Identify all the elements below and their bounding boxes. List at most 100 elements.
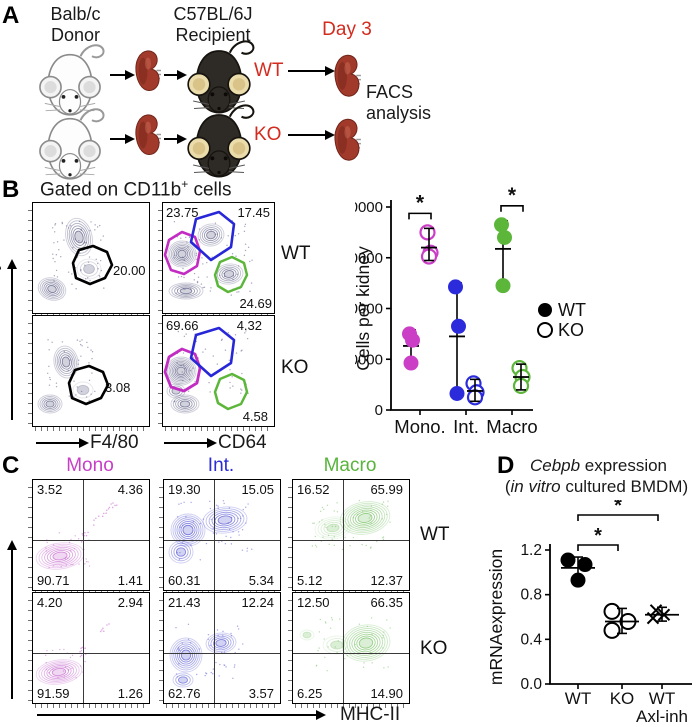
quadrant-value: 1.26	[117, 686, 143, 701]
y-axis-arrow-icon	[5, 540, 18, 699]
quadrant-value: 12.24	[241, 595, 274, 610]
quadrant-value: 69.66	[166, 318, 199, 333]
row-label-ko: KO	[281, 357, 309, 378]
x-axis-arrow-icon	[37, 708, 326, 721]
f480-axis-label: F4/80	[90, 432, 139, 453]
svg-text:160000: 160000	[355, 199, 383, 216]
kidney-icon	[133, 112, 163, 158]
kidney-icon	[332, 116, 363, 164]
intermediate-gate	[189, 326, 236, 378]
group-wt-label: WT	[254, 60, 284, 81]
svg-text:80000: 80000	[355, 301, 383, 318]
quadrant-value: 12.37	[370, 573, 403, 588]
svg-text:Int.: Int.	[453, 416, 479, 437]
row-label-wt: WT	[281, 243, 311, 264]
quadrant-value: 1.41	[117, 573, 143, 588]
quadrant-value: 62.76	[168, 686, 201, 701]
monocyte-gate	[163, 230, 202, 276]
svg-text:0.8: 0.8	[520, 587, 542, 604]
svg-text:1.2: 1.2	[520, 542, 542, 559]
ly6c-axis-label: Ly6C	[0, 236, 2, 280]
day3-label: Day 3	[322, 19, 372, 40]
quadrant-value: 2.94	[117, 595, 143, 610]
svg-text:Macro: Macro	[486, 416, 537, 437]
kidney-icon	[332, 52, 363, 100]
panel-d-subtitle: (in vitro cultured BMDM)	[504, 477, 689, 496]
quadrant-value: 5.12	[297, 573, 323, 588]
group-ko-label: KO	[254, 124, 282, 145]
panel-d-label: D	[497, 452, 515, 479]
quadrant-value: 65.99	[370, 482, 403, 497]
monocyte-gate	[163, 347, 202, 393]
svg-text:0.0: 0.0	[520, 676, 542, 693]
flow-plot-ko-f480: 3.08	[28, 315, 150, 431]
quadrant-value: 6.25	[297, 686, 323, 701]
cells-per-kidney-chart: 04000080000120000160000Mono.Int.MacroCel…	[355, 184, 586, 437]
flow-plot-wt-int: 19.30 15.05 60.31 5.34	[159, 479, 281, 595]
arrow-icon	[110, 132, 135, 145]
flow-plot-wt-cd64: 23.75 17.45 24.69	[158, 202, 275, 318]
kidney-icon	[133, 48, 163, 94]
quadrant-value: 16.52	[297, 482, 330, 497]
svg-text:KO: KO	[610, 689, 635, 708]
quadrant-value: 4.36	[117, 482, 143, 497]
quadrant-value: 90.71	[37, 573, 70, 588]
macrophage-gate	[213, 255, 249, 294]
column-header-macro: Macro	[323, 455, 377, 476]
monocyte-gate	[67, 364, 110, 406]
quadrant-value: 12.50	[297, 595, 330, 610]
quadrant-value: 3.52	[37, 482, 63, 497]
arrow-icon	[288, 128, 335, 141]
svg-text:WT: WT	[558, 300, 586, 320]
flow-plot-ko-int: 21.43 12.24 62.76 3.57	[159, 592, 281, 708]
quadrant-value: 3.57	[248, 686, 274, 701]
svg-text:KO: KO	[558, 320, 584, 340]
svg-text:0: 0	[375, 402, 383, 419]
flow-plot-ko-cd64: 69.66 4.32 4.58	[158, 315, 275, 431]
quadrant-value: 4.58	[242, 409, 268, 424]
column-header-int: Int.	[207, 455, 235, 476]
flow-plot-wt-f480: 20.00	[28, 202, 150, 318]
flow-plot-wt-macro: 16.52 65.99 5.12 12.37	[288, 479, 410, 595]
quadrant-value: 14.90	[370, 686, 403, 701]
quadrant-value: 4.32	[236, 318, 262, 333]
panel-b-title: Gated on CD11b+ cells	[40, 177, 232, 201]
svg-text:Mono.: Mono.	[394, 416, 445, 437]
svg-text:Axl-inh: Axl-inh	[636, 707, 688, 726]
arrow-icon	[288, 64, 335, 77]
intermediate-gate	[189, 210, 236, 262]
x-axis-arrow-icon	[164, 436, 217, 449]
flow-plot-ko-mono: 4.20 2.94 91.59 1.26	[28, 592, 150, 708]
arrow-icon	[164, 68, 187, 81]
panel-c-label: C	[2, 452, 20, 479]
quadrant-value: 15.05	[241, 482, 274, 497]
panel-b-label: B	[2, 176, 20, 203]
svg-text:0.4: 0.4	[520, 631, 542, 648]
cd86-axis-label: CD86	[0, 514, 2, 563]
quadrant-value: 17.45	[237, 205, 270, 220]
quadrant-value: 66.35	[370, 595, 403, 610]
gate-percentage: 3.08	[105, 380, 131, 395]
quadrant-value: 5.34	[248, 573, 274, 588]
panel-a-label: A	[2, 2, 20, 29]
row-label-ko: KO	[420, 638, 448, 659]
column-header-mono: Mono	[66, 455, 114, 476]
y-axis-arrow-icon	[5, 259, 18, 420]
svg-text:*: *	[508, 184, 517, 207]
svg-text:WT: WT	[649, 689, 675, 708]
monocyte-gate	[71, 244, 114, 286]
svg-text:Cells per kidney: Cells per kidney	[355, 246, 373, 371]
recipient-mouse-icon	[181, 100, 257, 180]
gate-percentage: 20.00	[113, 263, 146, 278]
donor-mouse-icon	[30, 104, 110, 182]
quadrant-value: 60.31	[168, 573, 201, 588]
svg-text:WT: WT	[565, 689, 591, 708]
quadrant-value: 21.43	[168, 595, 201, 610]
cd64-axis-label: CD64	[218, 432, 267, 453]
svg-text:*: *	[416, 191, 425, 214]
